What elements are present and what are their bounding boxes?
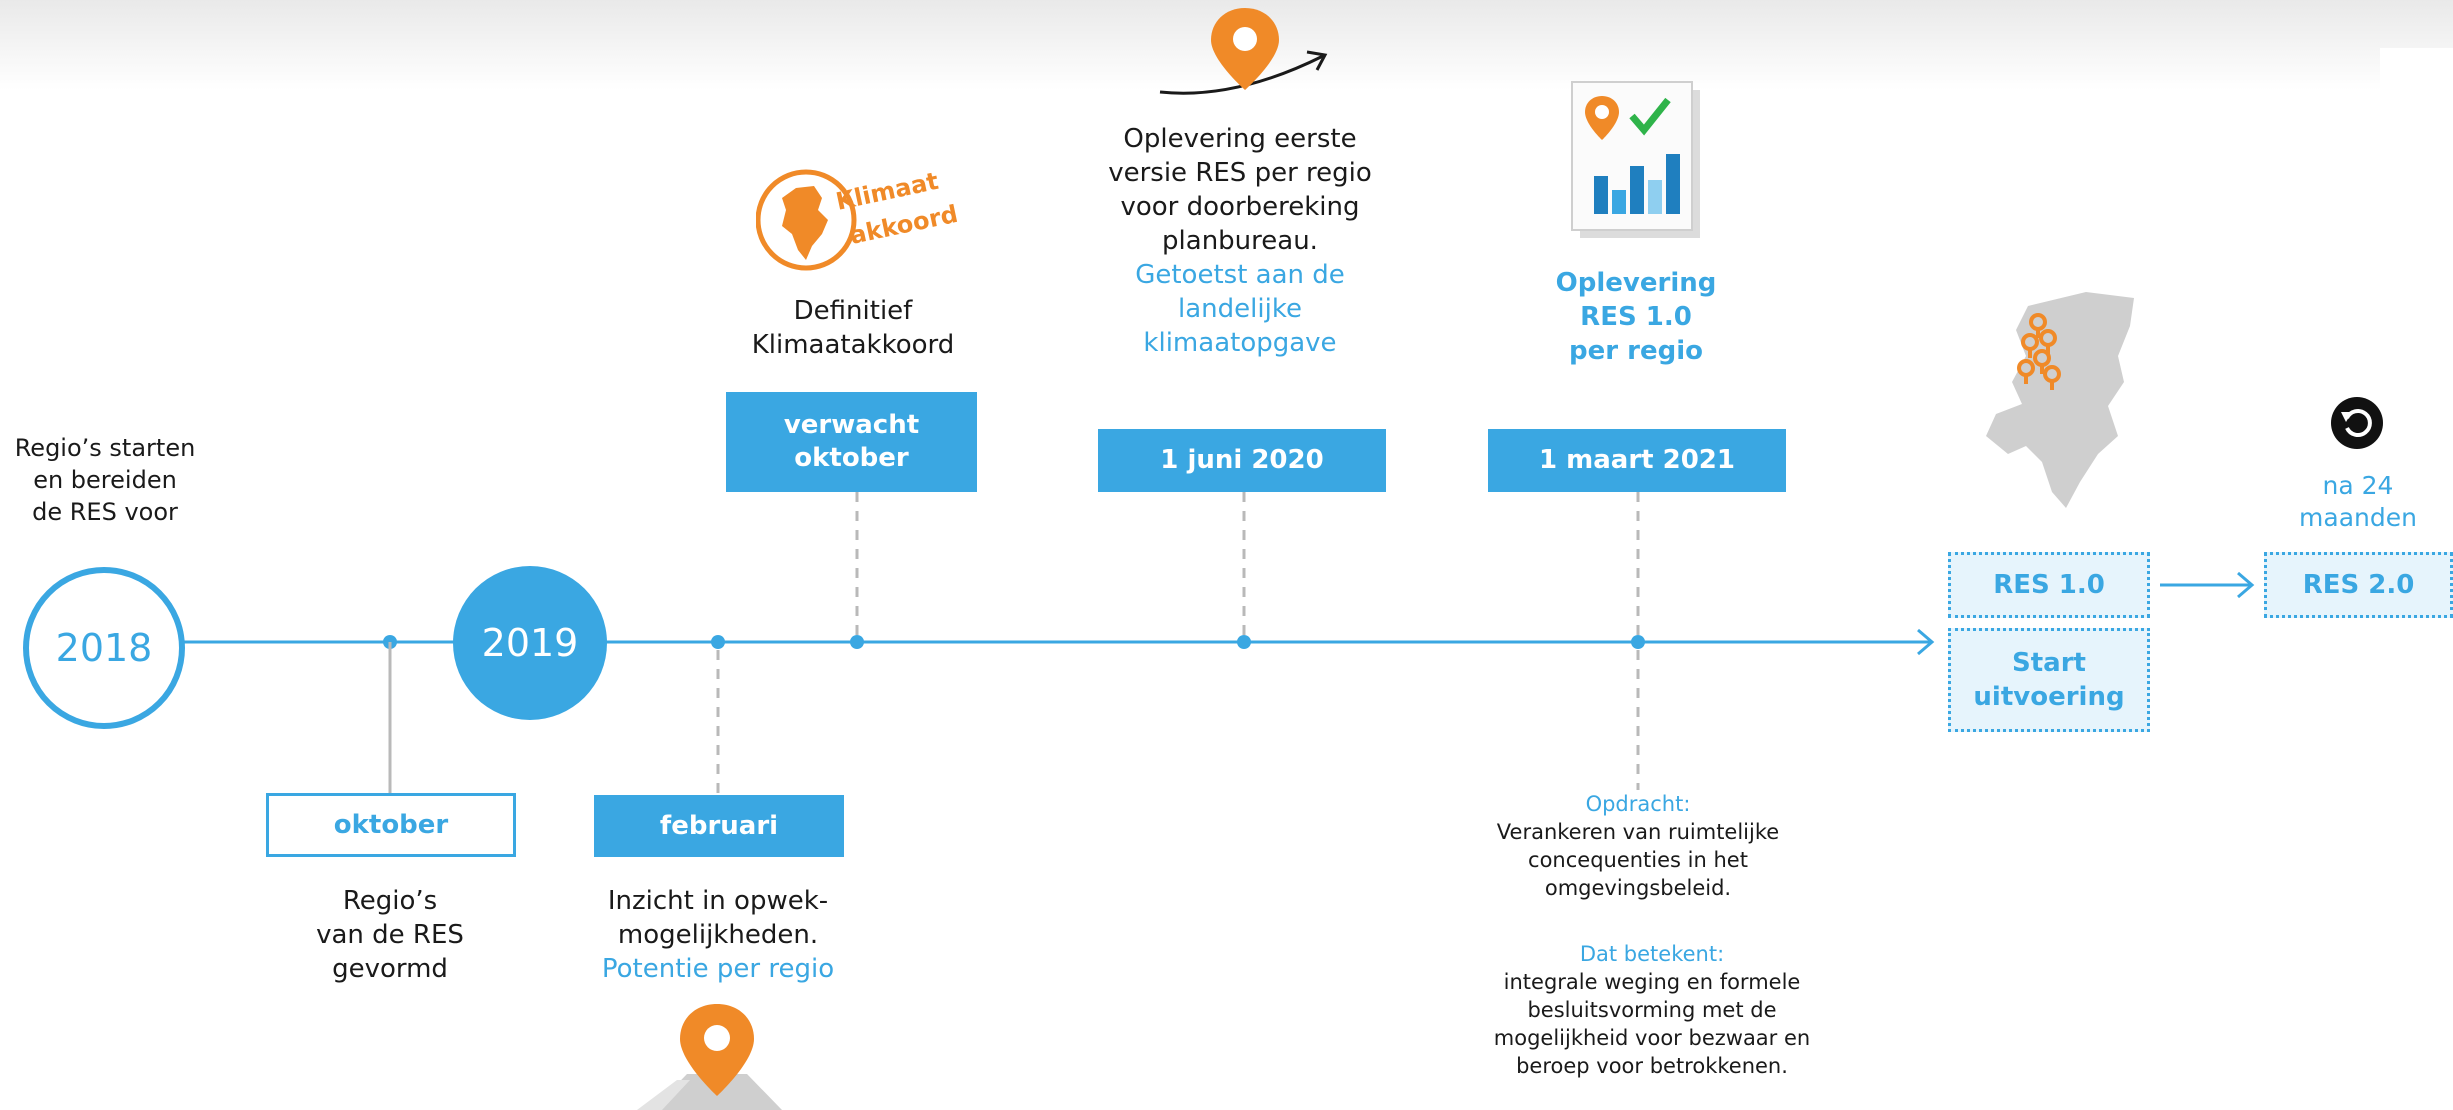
oktober-text: Regio’s van de RES gevormd [316,884,464,986]
badge-label: februari [659,810,779,841]
map-pin-road-icon [637,1004,782,1110]
text-sub: klimaatopgave [1143,328,1337,358]
text-line: Verankeren van ruimtelijke [1496,820,1780,844]
text-line: besluitsvorming met de [1527,998,1777,1022]
text-line: Inzicht in opwek- [607,886,829,916]
text-sub: Potentie per regio [601,954,835,984]
text-line: versie RES per regio [1108,158,1372,188]
maart-text: Oplevering RES 1.0 per regio [1556,266,1717,368]
box-label: RES 2.0 [2302,570,2415,600]
text-line: voor doorbereking [1120,192,1360,222]
opdracht-text: Opdracht: Verankeren van ruimtelijke con… [1497,790,1779,902]
text-line: na 24 [2322,471,2394,500]
betekent-label: Dat betekent: [1579,942,1725,966]
badge-label: verwacht [783,410,920,440]
start-intro: Regio’s starten en bereiden de RES voor [15,432,196,528]
text-line: per regio [1569,336,1703,366]
badge-1-maart-2021: 1 maart 2021 [1488,429,1786,492]
box-label: RES 1.0 [1993,570,2105,600]
start-uitvoering-box: Start uitvoering [1948,628,2150,732]
text-line: Definitief [793,296,913,326]
text-line: Oplevering [1555,268,1717,298]
badge-label: 1 juni 2020 [1160,445,1324,475]
report-chart-check-icon [1571,81,1700,238]
year-label: 2019 [481,621,579,665]
text-line: mogelijkheden. [617,920,819,950]
badge-label: oktober [794,443,909,473]
badge-label: 1 maart 2021 [1539,445,1735,475]
text-line: van de RES [316,920,464,950]
text-line: planbureau. [1162,226,1318,256]
intro-line: en bereiden [33,466,177,494]
intro-line: de RES voor [32,498,178,526]
map-pin-arrow-icon [1159,8,1328,95]
text-line: omgevingsbeleid. [1544,876,1732,900]
box-label: Start [2012,648,2086,678]
box-label: uitvoering [1973,682,2125,712]
cycle-icon [2331,397,2383,449]
netherlands-map-pins-icon [1986,292,2134,508]
text-line: maanden [2299,503,2417,532]
badge-februari: februari [594,795,844,857]
juni-text: Oplevering eerste versie RES per regio v… [1108,122,1372,360]
badge-1-juni-2020: 1 juni 2020 [1098,429,1386,492]
text-line: concequenties in het [1528,848,1748,872]
year-2019-circle: 2019 [453,566,607,720]
text-line: gevormd [332,954,448,984]
text-line: beroep voor betrokkenen. [1516,1054,1788,1078]
text-line: integrale weging en formele [1503,970,1801,994]
corner-panel [2380,48,2453,128]
text-line: Klimaatakkoord [751,330,955,360]
text-line: mogelijkheid voor bezwaar en [1493,1026,1811,1050]
after-24-text: na 24 maanden [2299,470,2417,534]
text-line: Oplevering eerste [1123,124,1357,154]
year-2018-circle: 2018 [23,567,185,729]
klimaat-text: Definitief Klimaatakkoord [752,294,955,362]
betekent-text: Dat betekent: integrale weging en formel… [1494,940,1810,1080]
text-sub: landelijke [1178,294,1302,324]
text-line: Regio’s [342,886,438,916]
text-sub: Getoetst aan de [1135,260,1345,290]
badge-verwacht-oktober: verwacht oktober [726,392,977,492]
februari-text: Inzicht in opwek- mogelijkheden. Potenti… [602,884,834,986]
opdracht-label: Opdracht: [1585,792,1691,816]
netherlands-klimaat-akkoord-icon: Klimaat akkoord [756,168,960,271]
res-2-0-box: RES 2.0 [2264,552,2453,618]
text-line: RES 1.0 [1580,302,1692,332]
year-label: 2018 [55,626,153,670]
intro-line: Regio’s starten [14,434,196,462]
badge-label: oktober [333,810,449,840]
res-1-0-box: RES 1.0 [1948,552,2150,618]
badge-oktober: oktober [266,793,516,857]
